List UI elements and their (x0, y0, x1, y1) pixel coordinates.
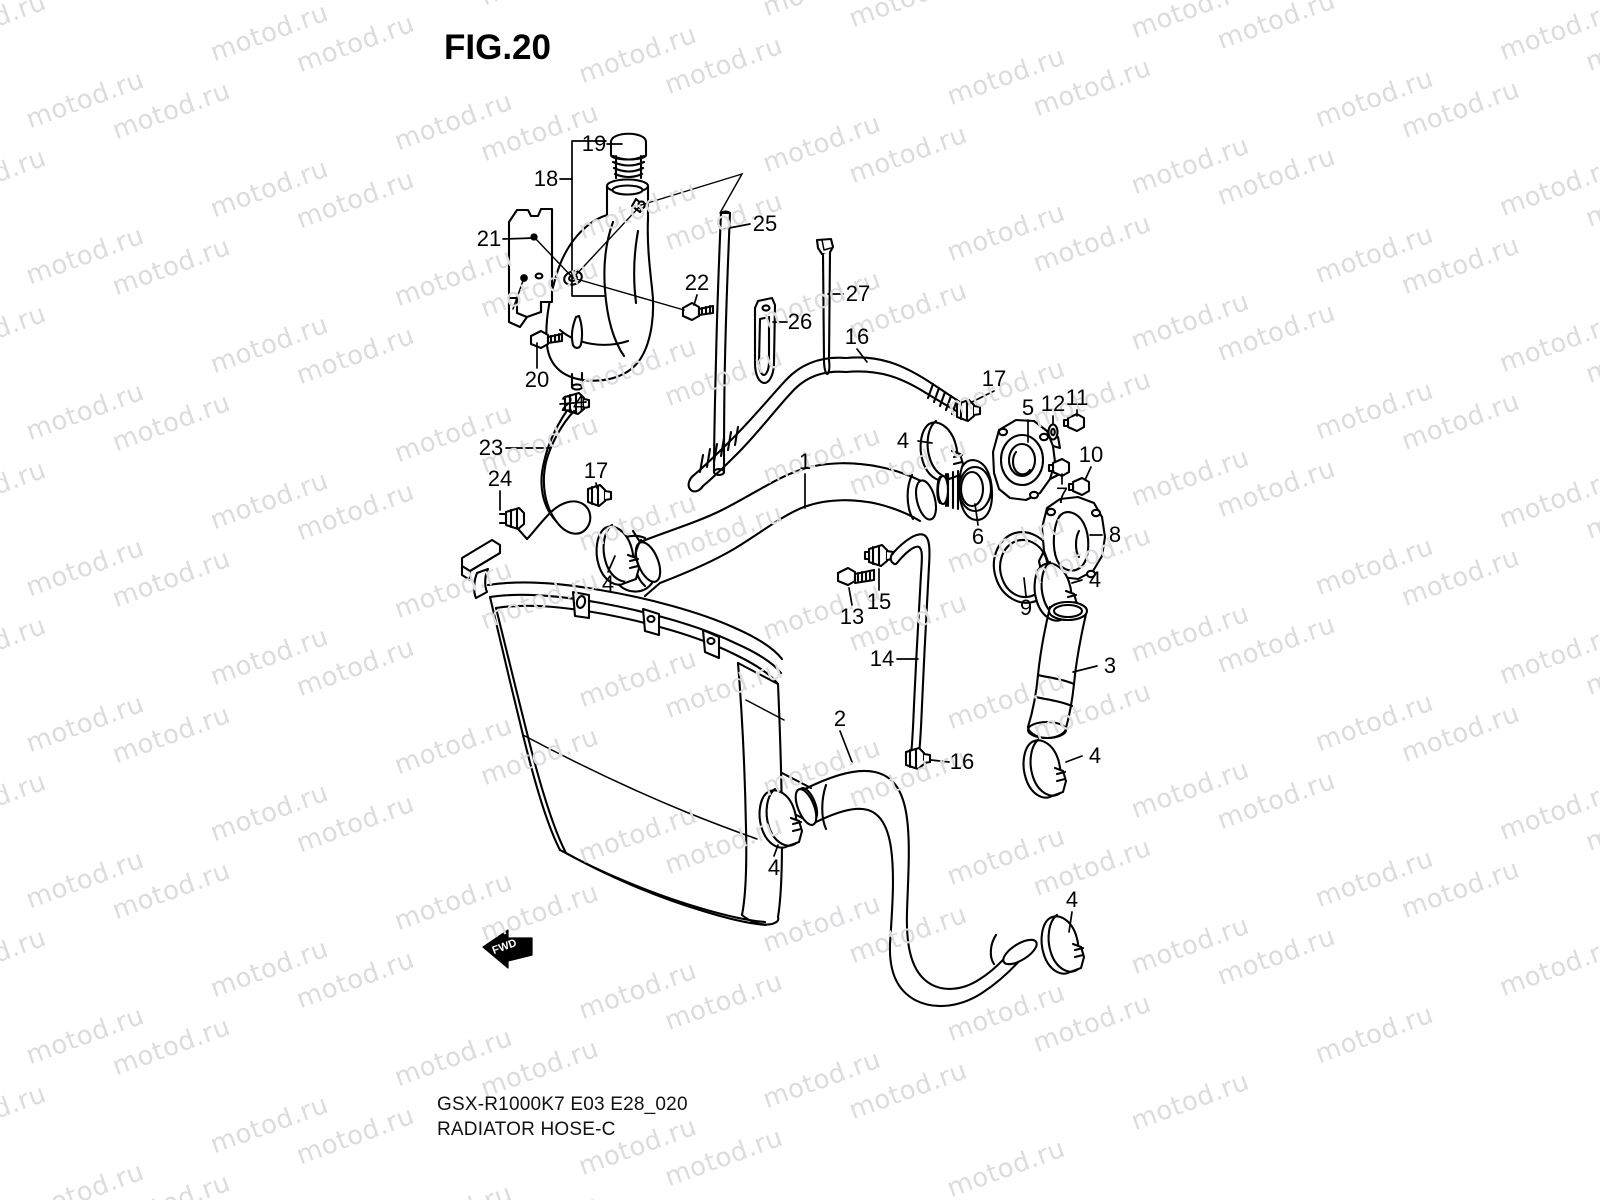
callout-ref-8: 8 (1108, 522, 1122, 547)
caption-assembly-name: RADIATOR HOSE-C (437, 1119, 616, 1140)
callout-ref-4e: 4 (767, 855, 781, 880)
callout-ref-23: 23 (478, 435, 504, 460)
part-25-overflow-pipe (712, 210, 732, 477)
part-16-hose-clip-lower (904, 746, 932, 771)
callout-ref-17a: 17 (981, 366, 1007, 391)
part-20-bracket-bolt (529, 329, 564, 350)
callout-ref-5: 5 (1021, 395, 1035, 420)
callout-ref-2: 2 (833, 706, 847, 731)
callout-ref-4d: 4 (1088, 743, 1102, 768)
callout-ref-3: 3 (1103, 653, 1117, 678)
callout-ref-9: 9 (1019, 595, 1033, 620)
callout-ref-11: 11 (1065, 385, 1089, 410)
part-19-reservoir-cap (609, 132, 648, 180)
callout-ref-21: 21 (476, 226, 502, 251)
callout-ref-20: 20 (524, 367, 550, 392)
callout-ref-4f: 4 (1065, 887, 1079, 912)
callout-ref-24b: 24 (487, 466, 513, 491)
callout-ref-7: 7 (1055, 483, 1069, 508)
part-26-hose-guide (753, 296, 777, 385)
callout-ref-15: 15 (866, 589, 892, 614)
part-radiator-core (460, 538, 819, 927)
part-24-hose-clip-lower (498, 506, 526, 531)
part-2-radiator-inlet-hose (794, 769, 1038, 1008)
callout-ref-4a: 4 (896, 428, 910, 453)
part-13-union-bolt (836, 566, 876, 587)
callout-ref-12: 12 (1040, 391, 1066, 416)
part-22-reservoir-bolt (681, 301, 715, 322)
part-4-hose-clamp-d (1022, 737, 1068, 799)
part-27-cable-tie (815, 237, 835, 376)
callout-ref-17b: 17 (583, 458, 609, 483)
callout-ref-24a: 24 (560, 391, 586, 416)
callout-ref-14: 14 (869, 646, 895, 671)
part-17-hose-clip-right (955, 398, 982, 423)
page-title: FIG.20 (444, 28, 551, 67)
callout-ref-10: 10 (1078, 442, 1104, 467)
callout-ref-4b: 4 (601, 571, 615, 596)
callout-ref-19: 19 (581, 131, 607, 156)
fwd-arrow-marker (482, 929, 533, 969)
callout-ref-25: 25 (752, 211, 778, 236)
part-14-breather-hose (889, 533, 931, 760)
part-11-case-bolt (1062, 412, 1086, 433)
part-18-reservoir-tank (545, 178, 655, 391)
callout-ref-18: 18 (533, 166, 559, 191)
callout-ref-1: 1 (798, 449, 812, 474)
part-15-hose-clip (863, 543, 895, 568)
callout-ref-13: 13 (839, 604, 865, 629)
part-21-reservoir-bracket (507, 207, 554, 329)
part-4-hose-clamp-e (758, 787, 804, 849)
part-1-radiator-outlet-hose (607, 462, 938, 598)
part-12-washer (1047, 423, 1059, 441)
part-17-hose-clip-left (586, 483, 613, 508)
callout-ref-22: 22 (684, 270, 710, 295)
part-3-water-pump-hose (1026, 600, 1089, 740)
part-4-hose-clamp-f (1040, 913, 1086, 975)
caption-model-code: GSX-R1000K7 E03 E28_020 (437, 1094, 688, 1115)
callout-ref-16b: 16 (949, 749, 975, 774)
callout-ref-27: 27 (845, 281, 871, 306)
part-23-reservoir-hose (517, 409, 592, 541)
callout-ref-4c: 4 (1088, 567, 1102, 592)
callout-ref-16a: 16 (844, 324, 870, 349)
part-5-thermostat-case (991, 418, 1062, 502)
callout-ref-26: 26 (787, 309, 813, 334)
part-10-cover-bolt (1067, 476, 1091, 497)
part-7-thermostat-case-bolt (1047, 457, 1071, 478)
part-4-hose-clamp-b (919, 419, 965, 482)
part-6-thermostat (936, 459, 994, 521)
callout-ref-6: 6 (971, 524, 985, 549)
part-8-thermostat-cover (1037, 495, 1107, 586)
